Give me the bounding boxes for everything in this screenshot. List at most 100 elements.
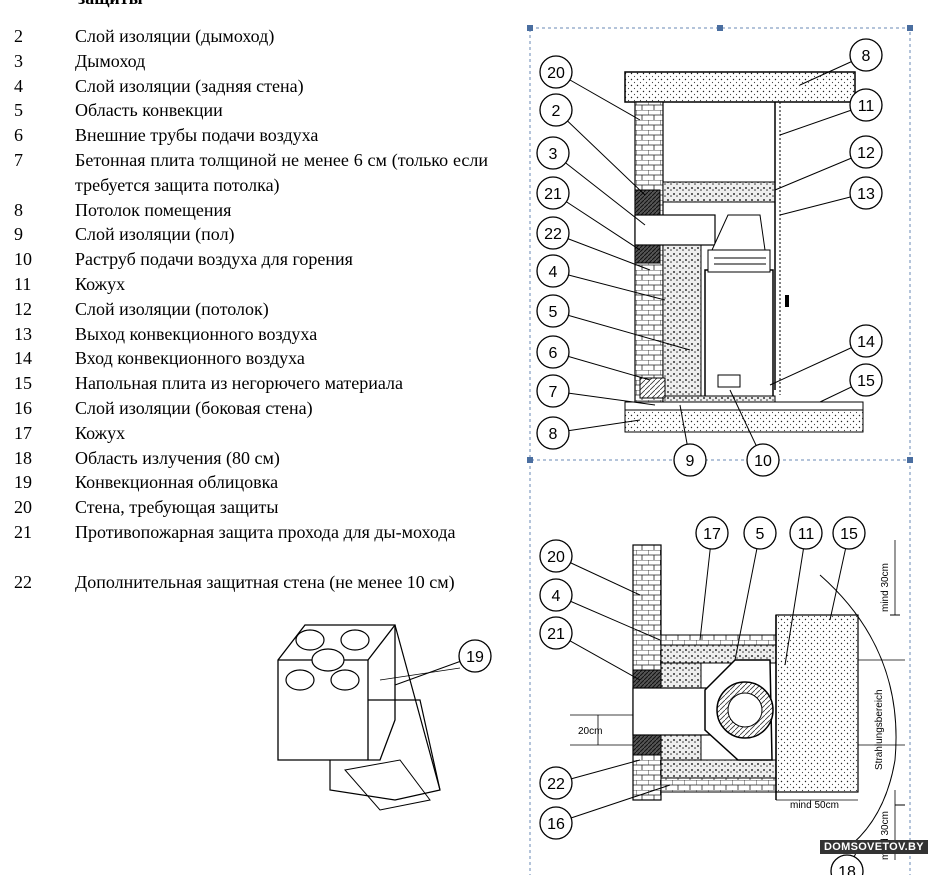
callout-15: 15 <box>857 373 875 390</box>
legend-text: Раструб подачи воздуха для горения <box>75 249 353 270</box>
callout-2: 2 <box>552 103 561 120</box>
selection-frame[interactable] <box>527 25 913 875</box>
callout-13: 13 <box>857 186 875 203</box>
legend-number: 11 <box>14 274 32 294</box>
callout-circle <box>539 93 573 127</box>
leader-line <box>734 532 761 661</box>
callout-circle <box>746 443 780 477</box>
leader-line <box>555 109 646 196</box>
callout-3: 3 <box>549 146 558 163</box>
callout-20-plan: 20 <box>547 549 565 566</box>
callout-22-plan: 22 <box>547 776 565 793</box>
legend-text: Вход конвекционного воздуха <box>75 348 305 369</box>
legend-number: 15 <box>14 373 32 394</box>
legend-text: Слой изоляции (дымоход) <box>75 26 275 46</box>
watermark: DOMSOVETOV.BY <box>820 840 928 854</box>
callout-12: 12 <box>857 145 875 162</box>
callout-circle <box>539 766 573 800</box>
callout-circle <box>536 136 570 170</box>
callout-15-plan: 15 <box>840 526 858 543</box>
legend-number: 17 <box>14 422 32 443</box>
legend-number: 19 <box>14 472 32 493</box>
callout-circle <box>849 135 883 169</box>
leader-line <box>769 340 867 386</box>
callout-21-plan: 21 <box>547 626 565 643</box>
callout-10: 10 <box>754 453 772 470</box>
callout-4-plan: 4 <box>552 588 561 605</box>
legend-number: 5 <box>14 100 23 121</box>
callout-circle <box>539 578 573 612</box>
callout-18-plan: 18 <box>838 864 856 875</box>
callout-11: 11 <box>858 98 875 115</box>
callout-circle <box>458 639 492 673</box>
convection-cladding-drawing <box>277 624 461 811</box>
leader-line <box>555 784 671 824</box>
callout-circle <box>695 516 729 550</box>
legend-number: 7 <box>14 150 23 170</box>
callout-21: 21 <box>544 186 562 203</box>
legend-number: 4 <box>14 75 23 96</box>
dimension-labels: 20cm mind 30cm Strahlungsbereich mind 50… <box>578 563 891 860</box>
callout-8-top: 8 <box>862 48 871 65</box>
leader-line <box>552 270 666 301</box>
callout-circle <box>832 516 866 550</box>
legend-number: 10 <box>14 249 32 270</box>
callout-8-bottom: 8 <box>549 426 558 443</box>
legend-number: 3 <box>14 50 23 71</box>
legend-heading: защиты <box>78 0 143 9</box>
callout-circle <box>539 539 573 573</box>
callout-circle <box>743 516 777 550</box>
legend-text: Дополнительная защитная стена (не менее … <box>75 571 455 592</box>
callout-11-plan: 11 <box>798 526 815 543</box>
callout-circle <box>536 254 570 288</box>
callout-circle <box>849 324 883 358</box>
legend-text: Напольная плита из негорючего материала <box>75 373 403 394</box>
leader-line <box>552 310 691 351</box>
leader-line <box>784 532 807 666</box>
bottom-plan-diagram <box>570 540 905 860</box>
legend-text: Слой изоляции (боковая стена) <box>75 398 313 418</box>
legend-text: Потолок помещения <box>75 199 232 220</box>
callout-circle <box>536 416 570 450</box>
legend-text: Противопожарная защита прохода для ды-мо… <box>75 522 456 542</box>
callout-circle <box>830 854 864 875</box>
callout-circle <box>849 176 883 210</box>
callout-16-plan: 16 <box>547 816 565 833</box>
callout-circle <box>536 335 570 369</box>
callout-7: 7 <box>549 384 558 401</box>
callout-circle <box>849 363 883 397</box>
legend-number: 9 <box>14 224 23 245</box>
legend-number: 2 <box>14 26 23 46</box>
callout-circle <box>673 443 707 477</box>
legend-text: Конвекционная облицовка <box>75 472 279 493</box>
callout-circle <box>536 176 570 210</box>
legend-text: Слой изоляции (потолок) <box>75 298 269 319</box>
legend-text: Выход конвекционного воздуха <box>75 323 318 344</box>
legend-text: Область конвекции <box>75 100 223 121</box>
callout-circle <box>849 38 883 72</box>
dim-20cm: 20cm <box>578 726 602 737</box>
legend-number: 20 <box>14 497 32 518</box>
legend-text: Область излучения (80 см) <box>75 447 280 468</box>
dim-mind-30cm-top: mind 30cm <box>880 563 891 612</box>
callout-6: 6 <box>549 345 558 362</box>
legend-number: 18 <box>14 447 32 468</box>
callout-20: 20 <box>547 65 565 82</box>
legend-number: 14 <box>14 348 32 369</box>
callout-14: 14 <box>857 334 875 351</box>
callout-5: 5 <box>549 304 558 321</box>
legend-text: Внешние трубы подачи воздуха <box>75 125 319 146</box>
callout-circle <box>539 616 573 650</box>
dim-mind-50cm: mind 50cm <box>790 800 839 811</box>
callout-circle <box>536 374 570 408</box>
callout-22: 22 <box>544 226 562 243</box>
legend-text: Дымоход <box>75 50 146 71</box>
callout-circle <box>789 516 823 550</box>
leader-line <box>552 351 651 381</box>
leader-line <box>552 192 641 251</box>
legend-number: 21 <box>14 522 32 542</box>
legend-number: 12 <box>14 298 32 319</box>
callout-circle <box>539 55 573 89</box>
